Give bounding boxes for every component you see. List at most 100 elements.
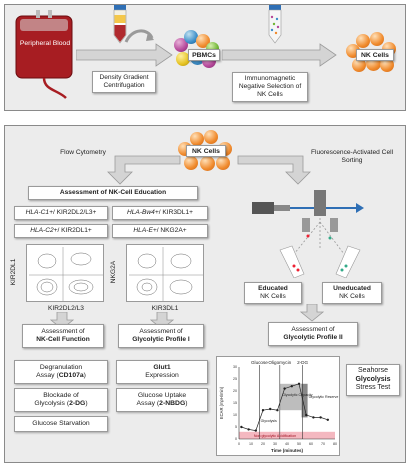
x-tick-label: 20 [261, 442, 265, 446]
hla-c2-it: HLA-C2+ [30, 227, 58, 234]
y-tick-label: 15 [233, 401, 237, 405]
starvation-text: Glucose Starvation [32, 419, 90, 427]
reserve-region [301, 383, 308, 418]
degranulation-bold: CD107a [58, 372, 84, 379]
plot1-ylabel: KIR2DL1 [10, 258, 17, 286]
blood-bag-icon [15, 10, 73, 99]
hla-e-it: HLA-E+ [133, 227, 157, 234]
uptake-b: Assay ( [136, 400, 160, 407]
ecar-point [319, 416, 322, 419]
uneducated-a: Uneducated [333, 285, 371, 292]
ecar-point [305, 413, 308, 417]
ecar-point [326, 418, 329, 421]
nk-cells-center-label: NK Cells [186, 145, 226, 157]
nk-cells-top-label: NK Cells [356, 49, 394, 61]
education-text: Assessment of NK-Cell Education [59, 189, 167, 196]
educated-a: Educated [258, 285, 288, 292]
centrifuge-tube-icon [113, 5, 127, 44]
ecar-point [261, 409, 265, 412]
uneducated-box: Uneducated NK Cells [322, 282, 382, 304]
y-tick-label: 20 [233, 389, 237, 393]
ecar-point [240, 425, 243, 429]
hla-c2-box: HLA-C2+ / KIR2DL1+ [14, 224, 108, 238]
nk-function-title-a: Assessment of [41, 328, 85, 335]
starvation-box: Glucose Starvation [14, 416, 108, 432]
glut1-text: Expression [145, 372, 179, 379]
x-axis-label: Time (minutes) [271, 448, 303, 453]
y-tick-label: 5 [235, 425, 237, 429]
x-tick-label: 10 [249, 442, 253, 446]
y-axis-label: ECAR (mpH/min) [219, 386, 224, 419]
blockade-c: ) [85, 400, 88, 407]
facs-label: Fluorescence-Activated Cell Sorting [310, 149, 394, 164]
glycolytic-2-box: Assessment of Glycolytic Profile II [268, 322, 358, 346]
blood-bag-label: Peripheral Blood [19, 40, 71, 47]
nk-cluster-center [178, 130, 234, 174]
capacity-region [279, 383, 303, 411]
hla-e-rest: / NKG2A+ [156, 227, 187, 234]
education-box: Assessment of NK-Cell Education [28, 186, 198, 200]
y-tick-label: 25 [233, 377, 237, 381]
flow-plot-2 [126, 244, 204, 302]
nk-function-box: Assessment of NK-Cell Function [22, 324, 104, 348]
y-tick-label: 30 [233, 365, 237, 369]
degranulation-a: Degranulation [39, 363, 83, 371]
seahorse-c: Stress Test [355, 384, 391, 392]
blockade-b: Glycolysis ( [34, 400, 70, 407]
annotation-nonglycolytic: Non glycolytic Acidification [254, 434, 296, 438]
plot2-xlabel: KIR3DL1 [151, 305, 179, 312]
flow-cytometry-label: Flow Cytometry [60, 149, 106, 156]
seahorse-b: Glycolysis [355, 375, 391, 383]
seahorse-label-box: Seahorse Glycolysis Stress Test [346, 364, 400, 396]
nk-function-title-b: NK-Cell Function [36, 336, 90, 343]
branch-arrows [107, 155, 311, 185]
x-tick-label: 70 [321, 442, 325, 446]
x-tick-label: 40 [285, 442, 289, 446]
hla-e-box: HLA-E+ / NKG2A+ [112, 224, 208, 238]
plot2-ylabel: NKG2A [110, 260, 117, 284]
x-tick-label: 80 [333, 442, 337, 446]
cell-sorter-icon [252, 190, 364, 278]
seahorse-a: Seahorse [358, 367, 388, 375]
hla-bw4-box: HLA-Bw4+ / KIR3DL1+ [112, 206, 208, 220]
ecar-point [247, 428, 250, 431]
educated-box: Educated NK Cells [244, 282, 302, 304]
degranulation-b: Assay ( [36, 372, 59, 379]
blockade-bold: 2-DG [69, 400, 86, 407]
ecar-point [276, 409, 279, 412]
uptake-box: Glucose Uptake Assay (2-NBDG) [116, 388, 208, 412]
glut1-bold: Glut1 [153, 363, 171, 371]
plot1-xlabel: KIR2DL2/L3 [48, 305, 84, 312]
ecar-point [290, 385, 293, 388]
glycolytic-1-title-a: Assessment of [139, 328, 183, 335]
hla-c2-rest: / KIR2DL1+ [57, 227, 92, 234]
hla-c1-rest: / KIR2DL2/L3+ [52, 209, 97, 216]
glycolytic-2-title-b: Glycolytic Profile II [283, 334, 343, 341]
x-tick-label: 50 [297, 442, 301, 446]
ecar-point [283, 387, 286, 390]
non-glycolytic-band [239, 431, 335, 439]
x-tick-label: 30 [273, 442, 277, 446]
rotate-arrow-icon [124, 29, 154, 43]
annotation-glycolysis: Glycolysis [261, 419, 277, 423]
ecar-point [297, 382, 301, 385]
ecar-point [269, 407, 272, 411]
annotation-capacity: Glycolytic Capacity [282, 393, 313, 397]
hla-c1-box: HLA-C1+ / KIR2DL2/L3+ [14, 206, 108, 220]
degranulation-box: Degranulation Assay (CD107a) [14, 360, 108, 384]
pbmc-label: PBMCs [188, 49, 220, 61]
injection-label: Oligomycin [268, 360, 291, 365]
magnetic-tube-icon [268, 5, 282, 44]
annotation-reserve: Glycolytic Reserve [309, 395, 339, 399]
density-gradient-text: Density Gradient Centrifugation [99, 74, 149, 89]
arrow-right-icon [222, 43, 337, 67]
degranulation-c: ) [83, 372, 86, 379]
hla-c1-it: HLA-C1+ [25, 209, 53, 216]
glut1-box: Glut1 Expression [116, 360, 208, 384]
injection-label: 2-DG [297, 360, 308, 365]
injection-label: Glucose [251, 360, 268, 365]
glycolytic-1-title-b: Glycolytic Profile I [132, 336, 190, 343]
arrow-right-icon [76, 43, 173, 67]
